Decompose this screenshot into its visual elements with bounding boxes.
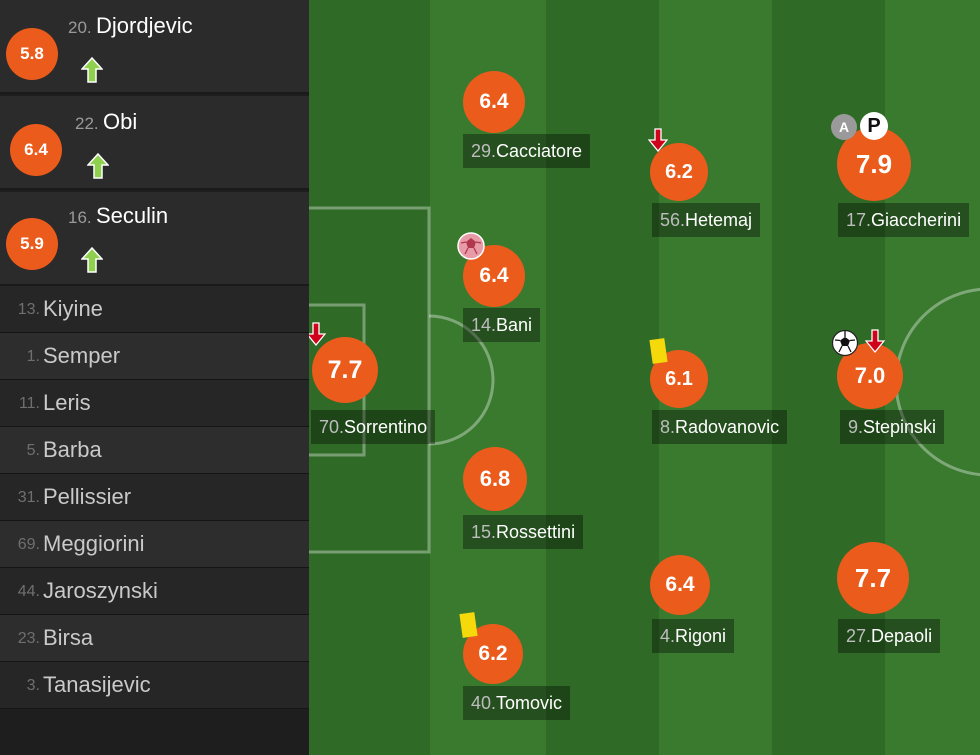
player-label: 29.Cacciatore [463, 134, 591, 168]
player-name: Tomovic [496, 693, 563, 713]
rating-badge: 7.7 [312, 337, 378, 403]
own-goal-ball-icon [457, 232, 485, 260]
goal-ball-icon [831, 329, 859, 357]
sub-in-arrow-icon [87, 153, 109, 179]
player-name: Rigoni [675, 626, 727, 646]
player-name: Seculin [96, 203, 169, 228]
player-number: 31. [17, 489, 40, 506]
lineup-sidebar: 5.8 20. Djordjevic 6.4 22. Obi 5.9 16. S… [0, 0, 309, 755]
bench-row[interactable]: 11.Leris [0, 380, 309, 427]
sub-out-arrow-icon [648, 128, 668, 152]
bench-row[interactable]: 13.Kiyine [0, 286, 309, 333]
rating-badge: 5.9 [6, 218, 58, 270]
yellow-card-icon [649, 338, 668, 364]
player-label: 15.Rossettini [463, 515, 584, 549]
player-number: 15. [471, 522, 497, 542]
player-number: 9. [848, 417, 864, 437]
player-name: Djordjevic [96, 13, 193, 38]
sub-out-arrow-icon [865, 329, 885, 353]
player-label: 70.Sorrentino [311, 410, 436, 444]
pitch-stripe [546, 0, 659, 755]
player-number: 17. [846, 210, 872, 230]
bench-row[interactable]: 69.Meggiorini [0, 521, 309, 568]
player-number: 11. [18, 395, 40, 412]
player-name: Bani [496, 315, 533, 335]
player-number: 23. [17, 630, 40, 647]
bench-row[interactable]: 44.Jaroszynski [0, 568, 309, 615]
rating-badge: 5.8 [6, 28, 58, 80]
player-name: Stepinski [863, 417, 937, 437]
player-number: 13. [17, 301, 40, 318]
player-label: 17.Giaccherini [838, 203, 970, 237]
player-name: Depaoli [871, 626, 933, 646]
player-number: 29. [471, 141, 497, 161]
player-label: 8.Radovanovic [652, 410, 788, 444]
sub-in-arrow-icon [81, 57, 103, 83]
assist-icon: A [831, 114, 857, 140]
player-number: 14. [471, 315, 497, 335]
player-number: 20. [68, 18, 92, 37]
substitute-row[interactable]: 6.4 22. Obi [0, 96, 309, 190]
player-name: Pellissier [43, 484, 132, 509]
player-name: Barba [43, 437, 102, 462]
bench-row[interactable]: 5.Barba [0, 427, 309, 474]
pitch: 7.7 70.Sorrentino 6.4 29.Cacciatore 6.4 … [309, 0, 980, 755]
bench-row[interactable]: 23.Birsa [0, 615, 309, 662]
player-name: Obi [103, 109, 138, 134]
player-label: 40.Tomovic [463, 686, 571, 720]
substitute-row[interactable]: 5.9 16. Seculin [0, 192, 309, 286]
player-name: Birsa [43, 625, 94, 650]
player-name: Hetemaj [685, 210, 753, 230]
player-label: 4.Rigoni [652, 619, 735, 653]
player-number: 69. [17, 536, 40, 553]
player-number: 56. [660, 210, 686, 230]
player-name: Rossettini [496, 522, 576, 542]
bench-row[interactable]: 3.Tanasijevic [0, 662, 309, 709]
substitute-row[interactable]: 5.8 20. Djordjevic [0, 0, 309, 94]
player-number: 27. [846, 626, 872, 646]
rating-badge: 6.4 [463, 71, 525, 133]
player-number: 44. [17, 583, 40, 600]
player-number: 22. [75, 114, 99, 133]
player-name: Semper [43, 343, 121, 368]
rating-badge: 6.8 [463, 447, 527, 511]
player-number: 40. [471, 693, 497, 713]
player-name: Sorrentino [344, 417, 428, 437]
sub-in-arrow-icon [81, 247, 103, 273]
player-number: 70. [319, 417, 345, 437]
rating-badge: 7.7 [837, 542, 909, 614]
player-number: 8. [660, 417, 676, 437]
player-number: 3. [26, 677, 40, 694]
player-name: Meggiorini [43, 531, 145, 556]
player-number: 5. [26, 442, 40, 459]
player-name: Cacciatore [496, 141, 583, 161]
player-name: Jaroszynski [43, 578, 158, 603]
player-label: 14.Bani [463, 308, 541, 342]
rating-badge: 6.4 [650, 555, 710, 615]
yellow-card-icon [459, 612, 478, 638]
penalty-icon: P [860, 112, 888, 140]
player-label: 9.Stepinski [840, 410, 945, 444]
player-number: 1. [26, 348, 40, 365]
bench-row[interactable]: 1.Semper [0, 333, 309, 380]
player-name: Giaccherini [871, 210, 962, 230]
player-name: Radovanovic [675, 417, 780, 437]
player-name: Leris [43, 390, 91, 415]
player-name: Kiyine [43, 296, 103, 321]
rating-badge: 6.2 [650, 143, 708, 201]
player-name: Tanasijevic [43, 672, 151, 697]
rating-badge: 6.4 [10, 124, 62, 176]
player-label: 27.Depaoli [838, 619, 941, 653]
player-label: 56.Hetemaj [652, 203, 761, 237]
bench-row[interactable]: 31.Pellissier [0, 474, 309, 521]
player-number: 16. [68, 208, 92, 227]
sub-out-arrow-icon [309, 322, 326, 346]
player-number: 4. [660, 626, 676, 646]
